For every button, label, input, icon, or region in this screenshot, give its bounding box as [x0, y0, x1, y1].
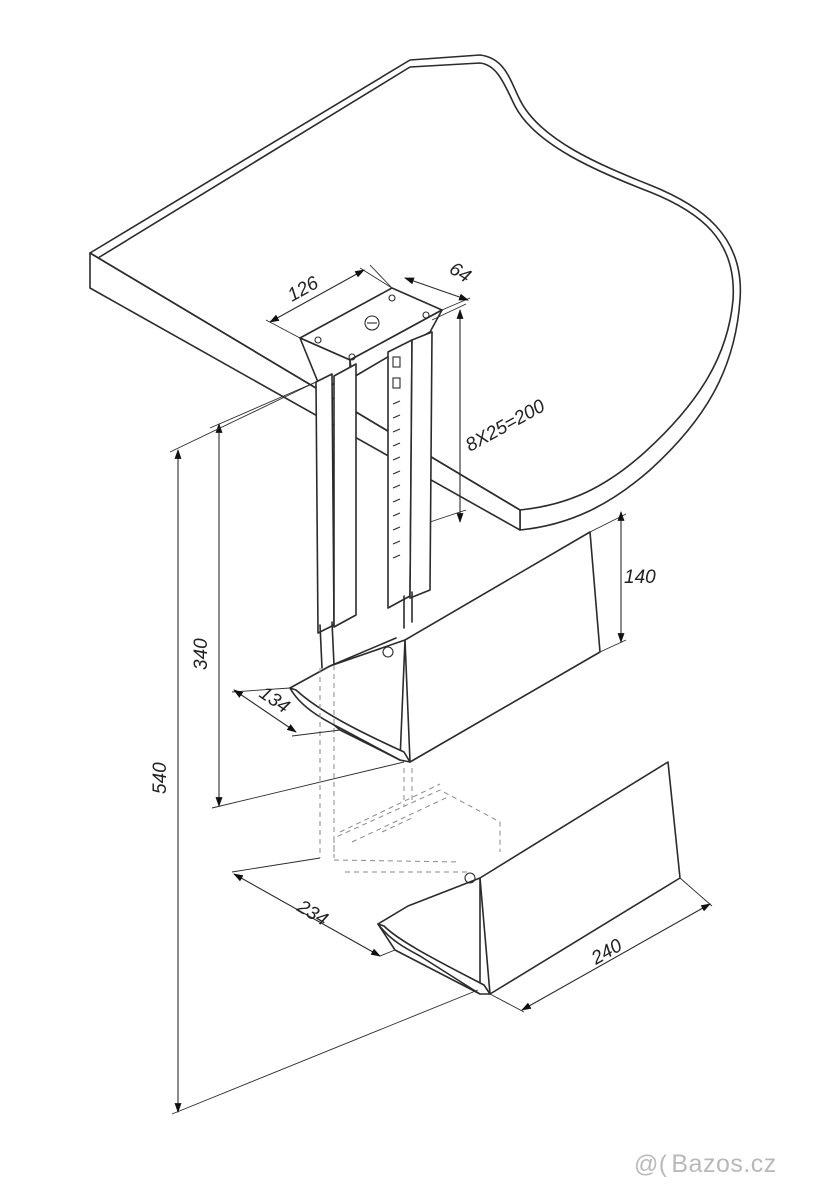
screw-icon: [382, 646, 394, 658]
watermark-text: Bazos.cz: [671, 1150, 777, 1178]
label-top-depth: 64: [445, 258, 474, 287]
screw-hole-icon: [314, 336, 322, 344]
dim-base-width: 234: [231, 857, 396, 957]
dim-max-height: 540: [150, 381, 479, 1115]
label-top-width: 126: [284, 272, 322, 306]
label-side-length: 240: [587, 935, 626, 970]
screw-hole-icon: [388, 294, 396, 302]
screw-hole-icon: [348, 353, 356, 361]
label-adjust-range: 8X25=200: [462, 396, 549, 457]
center-screw-icon: [364, 315, 380, 331]
dim-min-height: 340: [191, 381, 405, 809]
watermark: @(Bazos.cz: [634, 1150, 777, 1179]
vertical-rails: [315, 331, 433, 669]
bazos-logo-icon: @(: [634, 1151, 668, 1178]
screw-hole-icon: [422, 311, 430, 319]
label-min-height: 340: [191, 638, 212, 670]
tray-upper: [289, 531, 601, 763]
adjust-slots: [392, 356, 401, 559]
label-side-height: 140: [624, 567, 656, 588]
label-max-height: 540: [150, 762, 171, 794]
screw-icon: [464, 872, 476, 884]
dim-side-height: 140: [589, 511, 656, 653]
